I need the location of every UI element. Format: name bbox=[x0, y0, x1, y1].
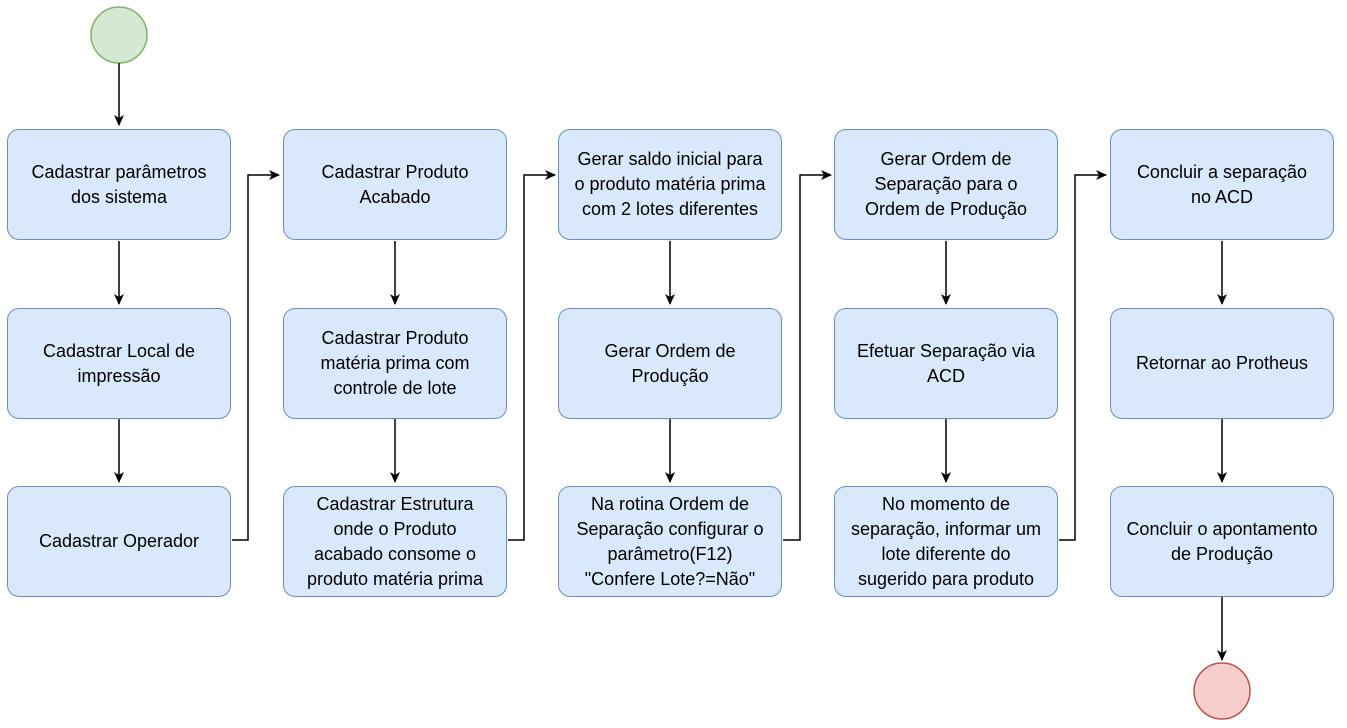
node-label: No momento de separação, informar um lot… bbox=[850, 493, 1042, 589]
start-event bbox=[90, 6, 148, 64]
end-event bbox=[1193, 662, 1251, 720]
node-concluir-apontamento: Concluir o apontamento de Produção bbox=[1110, 486, 1334, 597]
node-cadastrar-operador: Cadastrar Operador bbox=[7, 486, 231, 597]
node-label: Efetuar Separação via ACD bbox=[856, 340, 1036, 386]
edge-n3-to-n4 bbox=[232, 170, 280, 541]
node-cadastrar-parametros: Cadastrar parâmetros dos sistema bbox=[7, 129, 231, 240]
node-concluir-separacao: Concluir a separação no ACD bbox=[1110, 129, 1334, 240]
node-retornar-protheus: Retornar ao Protheus bbox=[1110, 308, 1334, 419]
node-label: Cadastrar Local de impressão bbox=[42, 340, 196, 386]
node-efetuar-separacao: Efetuar Separação via ACD bbox=[834, 308, 1058, 419]
node-cadastrar-local-impressao: Cadastrar Local de impressão bbox=[7, 308, 231, 419]
node-configurar-parametro: Na rotina Ordem de Separação configurar … bbox=[558, 486, 782, 597]
node-label: Cadastrar Produto Acabado bbox=[321, 161, 469, 207]
node-label: Cadastrar Operador bbox=[38, 531, 200, 551]
node-label: Cadastrar parâmetros dos sistema bbox=[31, 161, 207, 207]
edge-n9-to-n10 bbox=[783, 170, 832, 541]
edge-n12-to-n13 bbox=[1059, 170, 1107, 541]
node-label: Cadastrar Produto matéria prima com cont… bbox=[320, 328, 470, 398]
node-informar-lote-diferente: No momento de separação, informar um lot… bbox=[834, 486, 1058, 597]
node-gerar-saldo-inicial: Gerar saldo inicial para o produto matér… bbox=[558, 129, 782, 240]
node-label: Cadastrar Estrutura onde o Produto acaba… bbox=[306, 493, 484, 589]
node-label: Na rotina Ordem de Separação configurar … bbox=[576, 493, 764, 589]
node-label: Gerar Ordem de Produção bbox=[604, 340, 736, 386]
node-gerar-ordem-separacao: Gerar Ordem de Separação para o Ordem de… bbox=[834, 129, 1058, 240]
node-gerar-ordem-producao: Gerar Ordem de Produção bbox=[558, 308, 782, 419]
node-cadastrar-estrutura: Cadastrar Estrutura onde o Produto acaba… bbox=[283, 486, 507, 597]
node-cadastrar-produto-materia-prima: Cadastrar Produto matéria prima com cont… bbox=[283, 308, 507, 419]
node-label: Concluir a separação no ACD bbox=[1136, 161, 1308, 207]
node-label: Concluir o apontamento de Produção bbox=[1126, 518, 1318, 564]
node-label: Gerar Ordem de Separação para o Ordem de… bbox=[864, 149, 1028, 219]
node-label: Gerar saldo inicial para o produto matér… bbox=[574, 149, 766, 219]
node-cadastrar-produto-acabado: Cadastrar Produto Acabado bbox=[283, 129, 507, 240]
node-label: Retornar ao Protheus bbox=[1135, 353, 1309, 373]
edge-n6-to-n7 bbox=[508, 170, 556, 541]
